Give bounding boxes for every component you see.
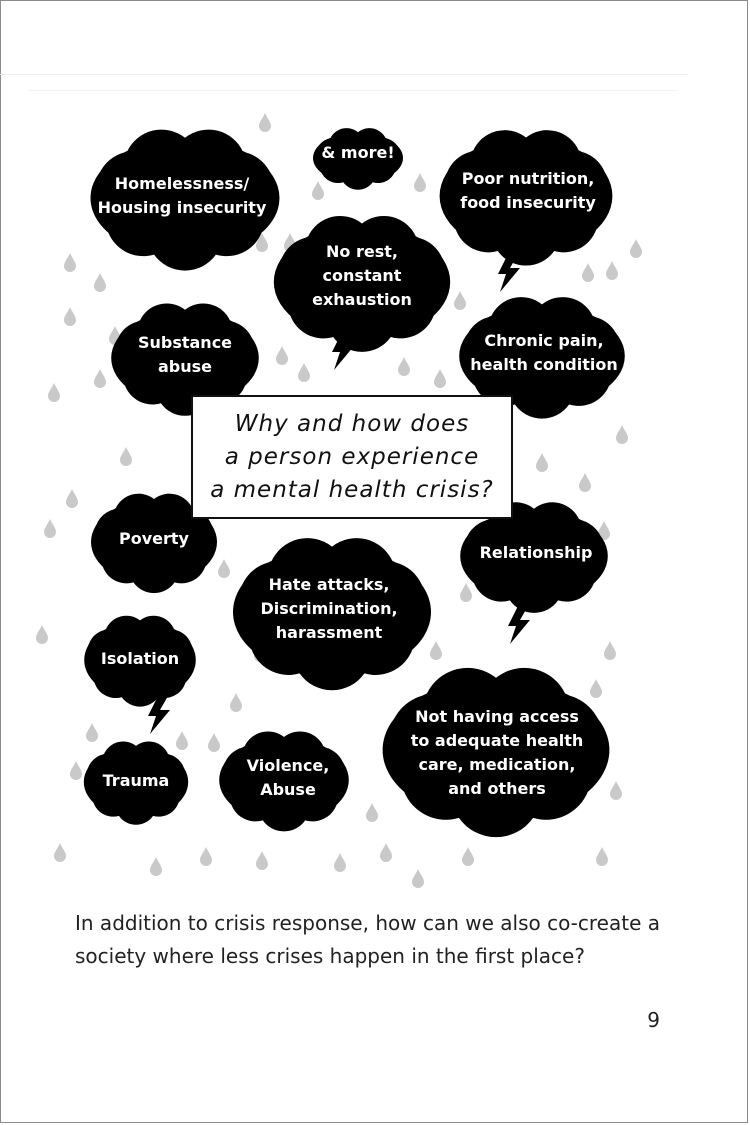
raindrop-icon [54,843,66,862]
raindrop-icon [398,357,410,376]
raindrop-icon [176,731,188,750]
cloud-label-hate: Hate attacks, Discrimination, harassment [260,575,398,642]
cloud-label-no-rest: No rest, constant exhaustion [312,242,412,309]
raindrop-icon [536,453,548,472]
cloud-poverty [91,493,217,594]
footer-text: In addition to crisis response, how can … [75,911,660,968]
cloud-violence [219,731,349,832]
lightning-bolt [332,332,354,370]
lightning-bolt [148,696,170,734]
clouds [83,128,625,838]
cloud-isolation [84,615,196,707]
cloud-label-more: & more! [321,143,395,162]
raindrop-icon [36,625,48,644]
cloud-label-homelessness: Homelessness/ Housing insecurity [97,174,267,217]
cloud-label-chronic-pain: Chronic pain, health condition [470,331,618,374]
cloud-label-poverty: Poverty [119,529,189,548]
cloud-homelessness [90,129,280,271]
raindrop-icon [582,263,594,282]
raindrop-icon [200,847,212,866]
cloud-hate [233,538,431,691]
cloud-label-isolation: Isolation [100,649,180,668]
storm-illustration [36,113,642,888]
raindrop-icon [94,369,106,388]
raindrop-icon [256,233,268,252]
raindrop-icon [94,273,106,292]
cloud-access [382,667,610,838]
raindrop-icon [66,489,78,508]
raindrop-icon [120,447,132,466]
raindrop-icon [86,723,98,742]
raindrop-icon [70,761,82,780]
raindrop-icon [598,521,610,540]
lightning-bolt [508,606,530,644]
cloud-label-trauma: Trauma [102,771,170,790]
raindrop-icon [596,847,608,866]
cloud-nutrition [439,130,613,266]
cloud-label-violence: Violence, Abuse [246,756,330,799]
raindrop-icon [312,181,324,200]
cloud-substance [111,303,259,416]
raindrop-icon [590,679,602,698]
raindrop-icon [460,583,472,602]
cloud-label-relationship: Relationship [479,543,593,562]
raindrop-icon [334,853,346,872]
raindrop-icon [606,261,618,280]
raindrop-icon [230,693,242,712]
raindrop-icon [610,781,622,800]
raindrop-icon [380,843,392,862]
raindrop-icon [630,239,642,258]
page-number: 9 [647,1008,660,1032]
raindrop-icon [298,363,310,382]
cloud-label-nutrition: Poor nutrition, food insecurity [460,169,596,212]
question-box: Why and how does a person experience a m… [191,395,513,519]
top-divider [0,74,688,75]
raindrop-icon [259,113,271,132]
raindrop-icon [64,307,76,326]
cloud-label-substance: Substance abuse [137,333,233,376]
top-divider-faint [28,90,678,91]
cloud-relationship [460,502,608,613]
raindrop-icon [366,803,378,822]
question-text: Why and how does a person experience a m… [210,410,494,503]
raindrop-icon [208,733,220,752]
raindrop-icon [462,847,474,866]
raindrop-icon [48,383,60,402]
raindrop-icon [414,173,426,192]
raindrop-icon [256,851,268,870]
raindrop-icon [44,519,56,538]
cloud-no-rest [273,215,451,352]
cloud-label-access: Not having access to adequate health car… [410,707,584,798]
raindrop-icon [434,369,446,388]
raindrop-icon [604,641,616,660]
raindrop-icon [150,857,162,876]
cloud-chronic-pain [459,297,625,419]
cloud-trauma [83,741,189,825]
raindrop-icon [616,425,628,444]
raindrop-icon [454,291,466,310]
raindrop-icon [64,253,76,272]
raindrop-icon [430,641,442,660]
raindrop-icon [218,559,230,578]
lightning-bolts [148,254,530,734]
raindrop-icon [276,346,288,365]
lightning-bolt [498,254,520,292]
raindrop-icon [412,869,424,888]
cloud-more [313,128,403,190]
raindrop-icon [579,473,591,492]
